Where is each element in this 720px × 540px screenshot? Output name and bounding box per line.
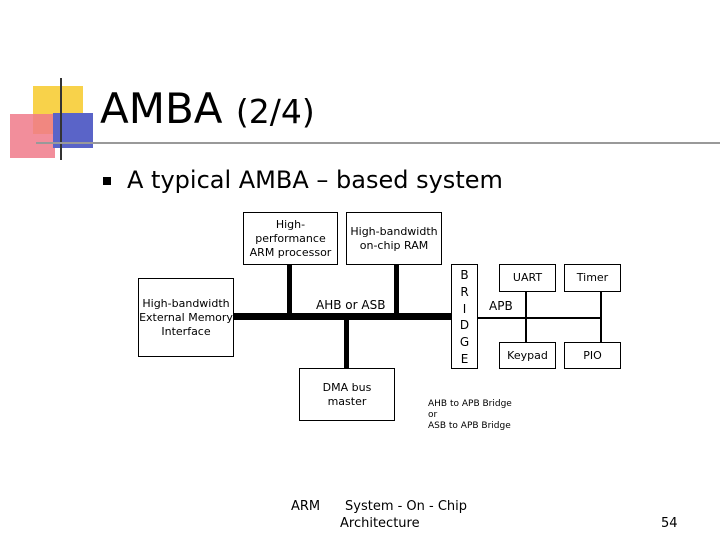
ahb-bus-label: AHB or ASB	[316, 298, 386, 312]
footer-right-line2: Architecture	[340, 516, 420, 531]
ahb-bus-line	[233, 313, 451, 320]
title-ornament-red	[10, 114, 55, 158]
onchip-ram-box: High-bandwidth on-chip RAM	[346, 212, 442, 265]
slide-title-suffix: (2/4)	[235, 92, 315, 131]
ram-bus-connector	[394, 264, 399, 314]
bridge-label: B R I D G E	[451, 267, 478, 367]
dma-bus-master-box: DMA bus master	[299, 368, 395, 421]
title-underline	[36, 142, 720, 144]
bridge-letter: B	[460, 268, 469, 283]
bridge-letter: R	[460, 284, 469, 299]
timer-pio-connector	[600, 292, 602, 342]
external-memory-box: High-bandwidth External Memory Interface	[138, 278, 234, 357]
page-number: 54	[661, 516, 678, 531]
bridge-note: AHB to APB Bridge or ASB to APB Bridge	[428, 399, 512, 431]
keypad-box: Keypad	[499, 342, 556, 369]
slide-title: AMBA (2/4)	[100, 84, 315, 137]
pio-box: PIO	[564, 342, 621, 369]
title-ornament-vertical-line	[60, 78, 62, 160]
bullet-marker	[103, 177, 111, 185]
uart-keypad-connector	[525, 292, 527, 342]
bullet-text: A typical AMBA – based system	[127, 166, 503, 194]
apb-bus-line	[478, 317, 602, 319]
footer-left: ARM	[291, 499, 321, 514]
bridge-box	[451, 264, 478, 369]
apb-bus-label: APB	[489, 299, 513, 313]
bridge-letter: I	[462, 301, 467, 316]
uart-box: UART	[499, 264, 556, 292]
arm-processor-box: High-performance ARM processor	[243, 212, 338, 265]
bridge-letter: D	[459, 318, 470, 333]
bridge-letter: G	[459, 334, 470, 349]
footer-right-line1: System - On - Chip	[345, 499, 468, 514]
timer-box: Timer	[564, 264, 621, 292]
arm-bus-connector	[287, 264, 292, 314]
dma-bus-connector	[344, 318, 349, 370]
slide-title-text: AMBA	[100, 84, 223, 133]
bridge-letter: E	[460, 351, 469, 366]
